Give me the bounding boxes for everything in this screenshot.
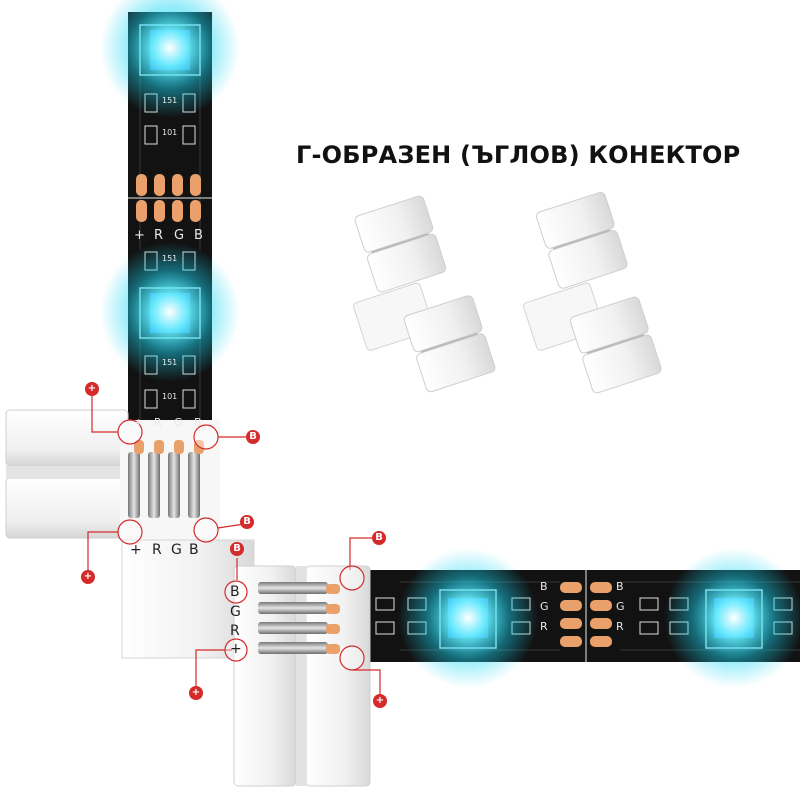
- connector-product-left: [353, 195, 496, 393]
- strip-label-b-lower: B: [194, 416, 202, 429]
- strip-label-b: B: [194, 228, 203, 243]
- connector-side-g: G: [230, 604, 241, 620]
- marker-b: B: [240, 515, 254, 529]
- marker-plus: +: [189, 686, 203, 700]
- connector-side-b: B: [230, 584, 240, 600]
- component-code: 151: [162, 358, 178, 367]
- component-code: 151: [162, 254, 178, 263]
- callout-lines: [87, 392, 381, 698]
- marker-plus: +: [373, 694, 387, 708]
- connector-side-r: R: [230, 623, 240, 639]
- strip-label-r-right-b: R: [616, 620, 624, 633]
- strip-label-g: G: [174, 228, 185, 243]
- component-code: 101: [162, 392, 178, 401]
- marker-plus: +: [81, 570, 95, 584]
- strip-label-r: R: [154, 228, 164, 243]
- strip-label-plus: +: [134, 228, 145, 243]
- connector-product-right: [523, 191, 662, 394]
- page-title: Г-ОБРАЗЕН (ЪГЛОВ) КОНЕКТОР: [296, 141, 741, 169]
- connector-label-g: G: [171, 542, 182, 558]
- connector-label-b: B: [189, 542, 199, 558]
- strip-label-r-right-a: R: [540, 620, 548, 633]
- connector-side-plus: +: [230, 641, 242, 657]
- component-code: 101: [162, 128, 178, 137]
- strip-label-g-lower: G: [174, 416, 183, 429]
- connector-label-r: R: [152, 542, 162, 558]
- strip-label-plus-lower: +: [134, 416, 144, 429]
- connector-label-plus: +: [130, 542, 142, 558]
- strip-label-r-lower: R: [154, 416, 162, 429]
- strip-label-g-right-a: G: [540, 600, 549, 613]
- led-glows: [100, 0, 800, 688]
- l-shaped-connector: [5, 409, 371, 787]
- strip-label-b-right-a: B: [540, 580, 548, 593]
- marker-b: B: [372, 531, 386, 545]
- marker-b: B: [246, 430, 260, 444]
- marker-b: B: [230, 542, 244, 556]
- strip-label-g-right-b: G: [616, 600, 625, 613]
- marker-plus: +: [85, 382, 99, 396]
- component-code: 151: [162, 96, 178, 105]
- strip-label-b-right-b: B: [616, 580, 624, 593]
